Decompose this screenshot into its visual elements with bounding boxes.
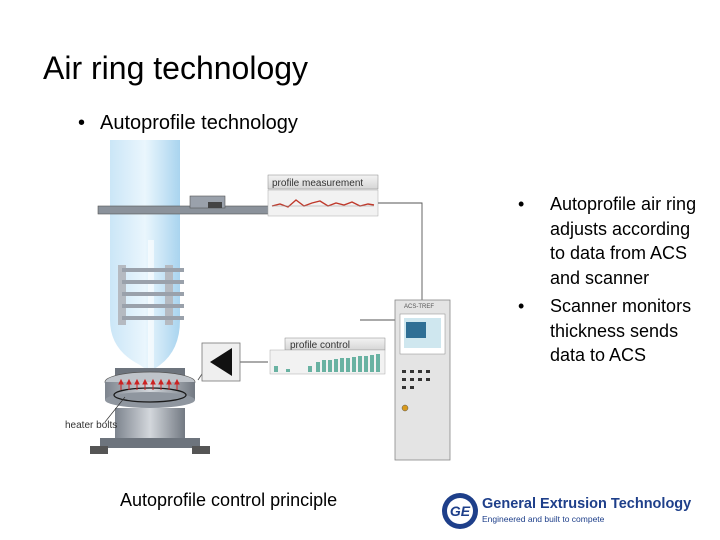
film-bubble xyxy=(110,140,180,372)
air-ring xyxy=(90,368,210,454)
heater-bolts-pointer xyxy=(104,396,126,423)
heater-bolts xyxy=(118,378,180,390)
heater-bolts-label: heater bolts xyxy=(65,420,117,431)
right-bullet-item: • Scanner monitors thickness sends data … xyxy=(518,294,708,368)
diagram-caption: Autoprofile control principle xyxy=(120,490,338,510)
logo-mark: GE xyxy=(450,503,471,519)
logo-company-name: General Extrusion Technology xyxy=(482,496,692,512)
bullet-dot: • xyxy=(518,296,525,316)
autoprofile-diagram: heater bolts profile measurement profile… xyxy=(65,140,451,461)
bullet-dot: • xyxy=(518,194,525,214)
cabinet-label: ACS-TREF xyxy=(404,304,434,310)
amplifier-box xyxy=(201,342,241,382)
profile-measurement-panel: profile measurement xyxy=(267,174,379,217)
profile-control-label: profile control xyxy=(290,340,350,351)
right-bullet-item: • Autoprofile air ring adjusts according… xyxy=(518,192,708,290)
top-bullet-text: Autoprofile technology xyxy=(100,112,298,134)
slide-title: Air ring technology xyxy=(43,50,309,86)
acs-cabinet: ACS-TREF xyxy=(394,299,451,461)
top-bullet: • Autoprofile technology xyxy=(78,110,298,136)
stabilizer-cage xyxy=(118,265,184,325)
profile-control-panel: profile control xyxy=(269,337,386,375)
company-logo: GE General Extrusion Technology Engineer… xyxy=(440,490,710,532)
logo-tagline: Engineered and built to compete xyxy=(482,514,605,524)
right-bullet-text: Autoprofile air ring adjusts according t… xyxy=(550,194,697,288)
profile-measurement-label: profile measurement xyxy=(272,178,363,189)
bullet-dot: • xyxy=(78,112,86,134)
right-bullet-text: Scanner monitors thickness sends data to… xyxy=(550,296,692,365)
right-bullet-list: • Autoprofile air ring adjusts according… xyxy=(518,192,708,372)
ge-logo-icon: GE xyxy=(442,493,478,529)
